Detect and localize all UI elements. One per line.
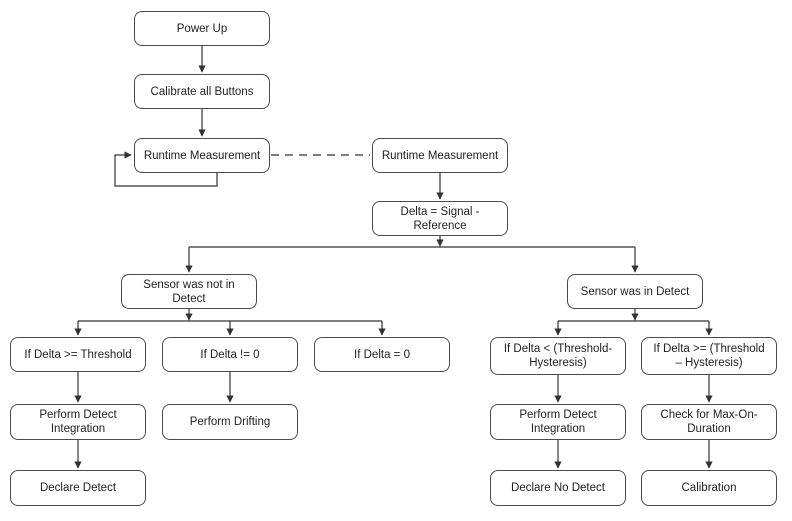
node-label: Runtime Measurement bbox=[381, 149, 499, 162]
node-label: Sensor was not in Detect bbox=[143, 278, 235, 305]
node-if-delta-lt-threshold-hysteresis[interactable]: If Delta < (Threshold- Hysteresis) bbox=[490, 337, 626, 375]
node-runtime-measurement-left[interactable]: Runtime Measurement bbox=[134, 138, 270, 173]
node-label: If Delta >= (Threshold – Hysteresis) bbox=[653, 343, 765, 369]
node-label: If Delta < (Threshold- Hysteresis) bbox=[503, 343, 613, 369]
node-if-delta-ne-zero[interactable]: If Delta != 0 bbox=[162, 337, 298, 372]
node-label: If Delta = 0 bbox=[354, 348, 410, 361]
node-if-delta-eq-zero[interactable]: If Delta = 0 bbox=[314, 337, 450, 372]
node-check-for-max-on-duration[interactable]: Check for Max-On- Duration bbox=[641, 404, 777, 440]
node-sensor-was-not-in-detect[interactable]: Sensor was not in Detect bbox=[121, 274, 257, 309]
node-power-up[interactable]: Power Up bbox=[134, 11, 270, 46]
node-label: Declare Detect bbox=[39, 482, 117, 494]
node-label: Check for Max-On- Duration bbox=[660, 409, 758, 435]
node-if-delta-ge-threshold[interactable]: If Delta >= Threshold bbox=[10, 337, 146, 372]
node-sensor-was-in-detect[interactable]: Sensor was in Detect bbox=[567, 274, 703, 309]
node-calibrate-all-buttons[interactable]: Calibrate all Buttons bbox=[134, 74, 270, 109]
node-delta-calculation[interactable]: Delta = Signal - Reference bbox=[372, 201, 508, 236]
node-perform-detect-integration-left[interactable]: Perform Detect Integration bbox=[10, 404, 146, 440]
node-label: If Delta >= Threshold bbox=[24, 348, 132, 361]
node-runtime-measurement-right[interactable]: Runtime Measurement bbox=[372, 138, 508, 173]
node-if-delta-ge-threshold-hysteresis[interactable]: If Delta >= (Threshold – Hysteresis) bbox=[641, 337, 777, 375]
node-declare-detect[interactable]: Declare Detect bbox=[10, 470, 146, 506]
node-label: Calibrate all Buttons bbox=[150, 85, 254, 98]
node-label: Perform Drifting bbox=[189, 416, 271, 428]
node-label: Perform Detect Integration bbox=[39, 409, 117, 435]
node-label: If Delta != 0 bbox=[200, 348, 260, 361]
node-perform-drifting[interactable]: Perform Drifting bbox=[162, 404, 298, 440]
node-declare-no-detect[interactable]: Declare No Detect bbox=[490, 470, 626, 506]
node-label: Perform Detect Integration bbox=[519, 409, 597, 435]
node-label: Delta = Signal - Reference bbox=[400, 205, 480, 232]
node-label: Calibration bbox=[681, 482, 737, 494]
node-label: Power Up bbox=[176, 22, 228, 35]
node-calibration[interactable]: Calibration bbox=[641, 470, 777, 506]
node-label: Declare No Detect bbox=[511, 482, 605, 494]
node-perform-detect-integration-right[interactable]: Perform Detect Integration bbox=[490, 404, 626, 440]
node-label: Runtime Measurement bbox=[143, 149, 261, 162]
node-label: Sensor was in Detect bbox=[580, 285, 690, 298]
